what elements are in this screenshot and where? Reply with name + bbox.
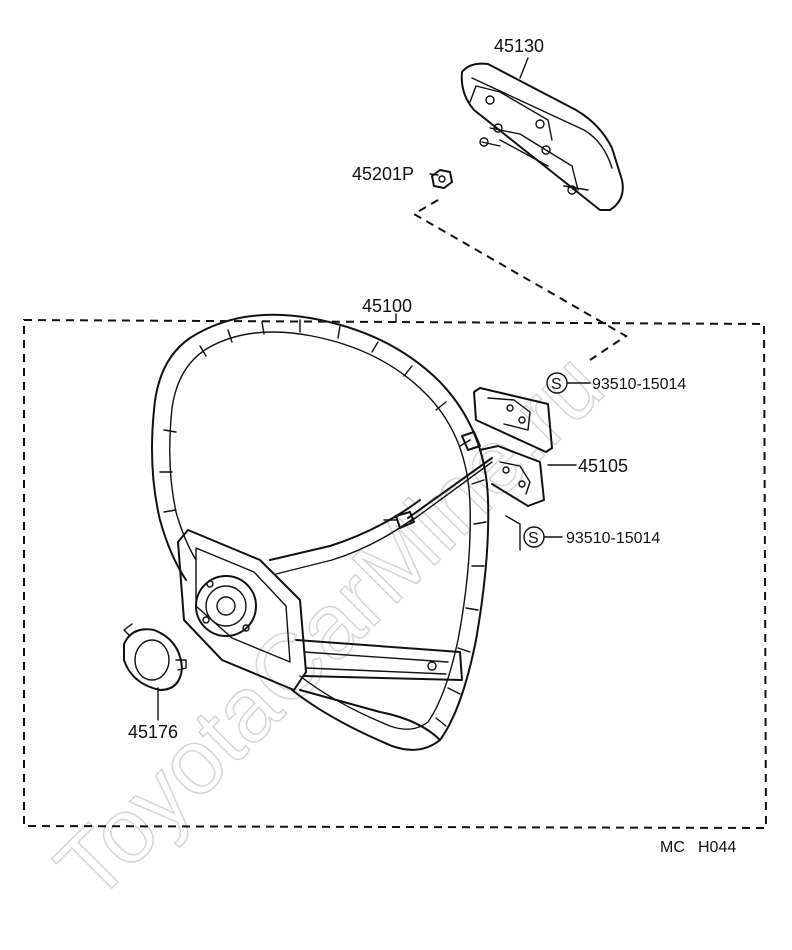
svg-text:S: S [551, 376, 562, 393]
nut-drawing [431, 169, 453, 189]
diagram-code: H044 [698, 839, 736, 856]
horn-pad-drawing [460, 62, 624, 211]
label-45105: 45105 [578, 456, 628, 476]
label-45201p: 45201P [352, 164, 414, 184]
screw-symbol-bottom: S [523, 526, 545, 548]
screw-symbol-top: S [546, 372, 568, 394]
nut-dashed-leader [412, 199, 628, 361]
leader-lines [157, 57, 591, 721]
label-45176: 45176 [128, 722, 178, 742]
wheel-assembly-box [23, 318, 768, 830]
bracket-drawing [383, 387, 553, 529]
label-screw-top: 93510-15014 [592, 376, 686, 393]
label-45100: 45100 [362, 296, 412, 316]
watermark: ToyotaCarMine.ru [37, 334, 623, 920]
code-prefix: MC [660, 839, 685, 856]
ring-drawing [123, 623, 187, 691]
label-45130: 45130 [494, 36, 544, 56]
svg-text:S: S [528, 530, 539, 547]
label-screw-bottom: 93510-15014 [566, 530, 660, 547]
